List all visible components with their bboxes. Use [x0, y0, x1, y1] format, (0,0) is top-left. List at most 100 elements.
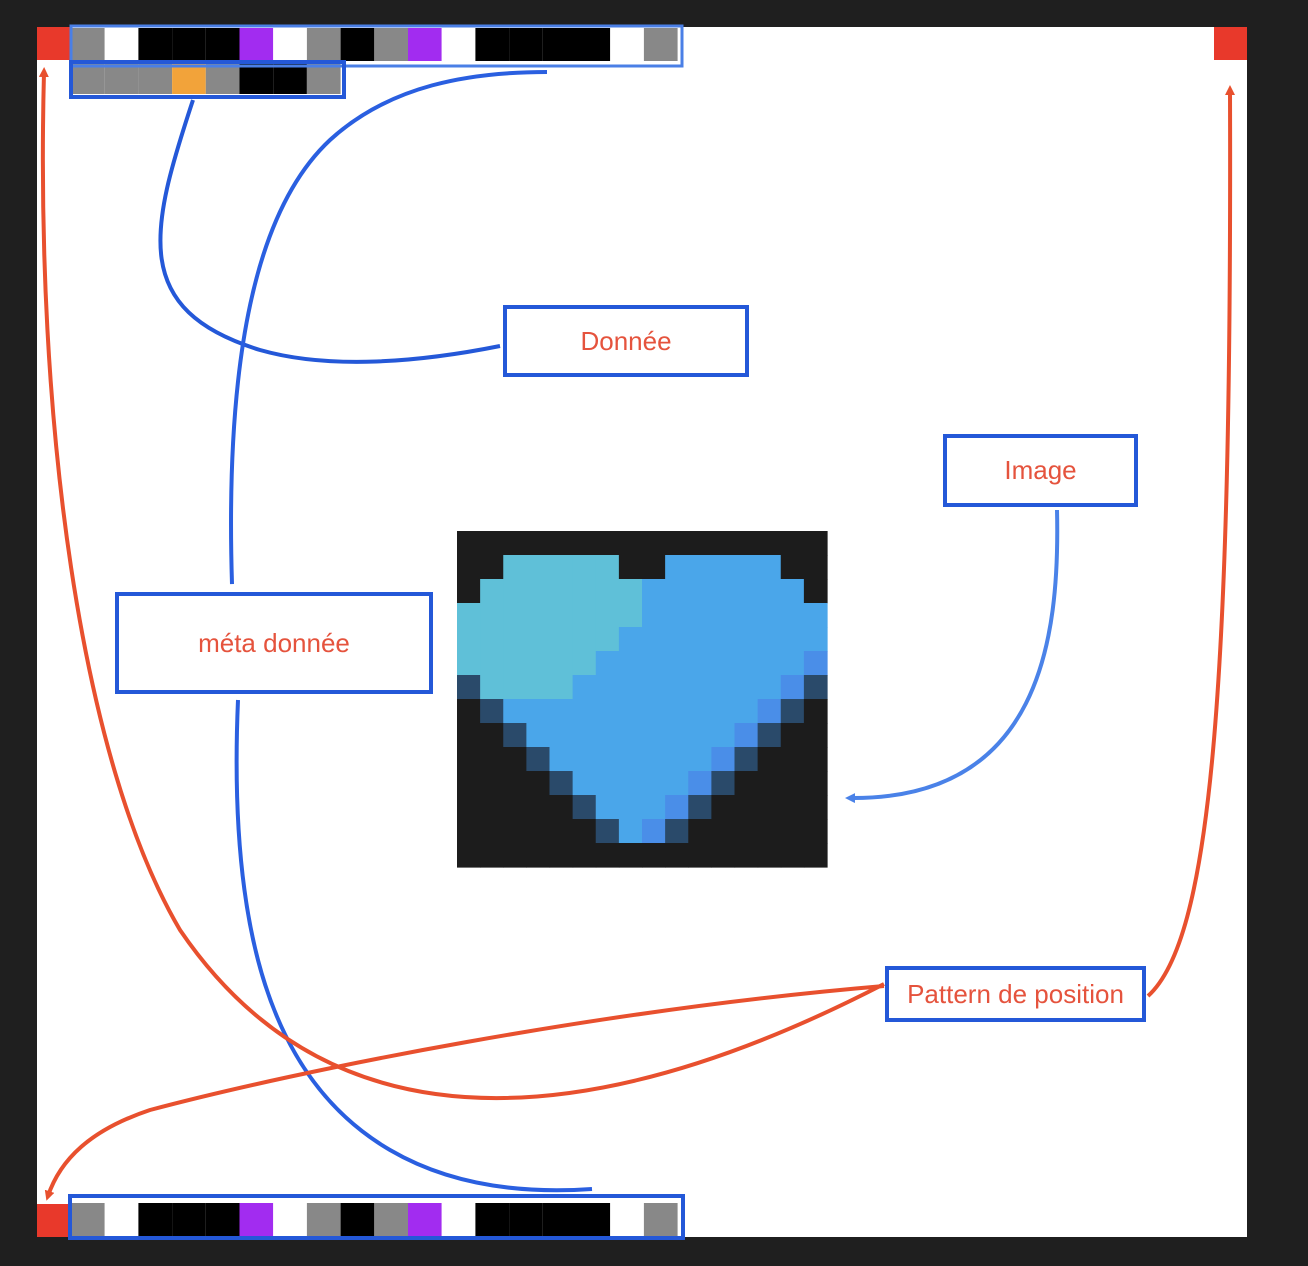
heart-pixel: [757, 843, 782, 868]
label-donnee-text: Donnée: [580, 325, 672, 356]
heart-pixel: [457, 699, 481, 724]
heart-pixel: [688, 819, 712, 844]
heart-pixel: [618, 579, 643, 604]
heart-pixel: [688, 747, 712, 772]
heart-pixel: [618, 795, 643, 820]
label-meta-donnee: méta donnée: [115, 592, 433, 694]
heart-pixel: [711, 555, 736, 580]
strip-bottom-cell: [104, 1203, 139, 1236]
strip-top-cell: [340, 28, 375, 61]
strip-top-cell: [542, 28, 577, 61]
heart-pixel: [595, 747, 620, 772]
heart-pixel: [503, 819, 527, 844]
heart-pixel: [780, 795, 805, 820]
heart-pixel: [503, 579, 527, 604]
heart-pixel: [642, 555, 666, 580]
heart-pixel: [549, 531, 574, 556]
strip-top-cell: [374, 28, 408, 61]
heart-pixel: [665, 627, 689, 652]
strip-bottom-cell: [205, 1203, 240, 1236]
heart-pixel: [734, 819, 759, 844]
heart-pixel: [572, 627, 597, 652]
heart-pixel: [480, 603, 504, 628]
heart-pixel: [618, 651, 643, 676]
heart-pixel: [549, 723, 574, 748]
heart-pixel: [503, 699, 527, 724]
heart-pixel: [503, 651, 527, 676]
heart-pixel: [757, 699, 782, 724]
heart-pixel: [526, 723, 551, 748]
heart-pixel: [780, 819, 805, 844]
heart-pixel: [503, 531, 527, 556]
strip-top-outline: [69, 24, 684, 68]
strip-top-cell: [643, 28, 678, 61]
heart-pixel: [711, 747, 736, 772]
connector-meta-to-top: [229, 70, 548, 585]
label-pattern-text: Pattern de position: [907, 978, 1124, 1009]
heart-pixel: [526, 579, 551, 604]
strip-top-cell: [138, 28, 173, 61]
heart-pixel: [572, 723, 597, 748]
heart-pixel: [457, 579, 481, 604]
strip-bottom-outline: [68, 1194, 685, 1240]
heart-pixel: [595, 771, 620, 796]
heart-pixel: [642, 795, 666, 820]
heart-pixel: [780, 747, 805, 772]
heart-pixel: [595, 531, 620, 556]
heart-pixel: [803, 747, 828, 772]
heart-pixel: [526, 771, 551, 796]
strip-second-cell: [205, 64, 240, 94]
arrow-pattern-top-left: [38, 67, 885, 1100]
heart-pixel: [457, 651, 481, 676]
heart-pixel: [572, 771, 597, 796]
heart-pixel: [711, 531, 736, 556]
heart-pixel: [688, 795, 712, 820]
heart-pixel: [711, 843, 736, 868]
position-marker-bottom-left: [37, 1204, 70, 1237]
heart-pixel: [780, 579, 805, 604]
strip-second-row: [71, 64, 341, 94]
strip-bottom-cell: [441, 1203, 476, 1236]
heart-pixel: [757, 627, 782, 652]
heart-pixel: [549, 651, 574, 676]
heart-pixel: [711, 675, 736, 700]
strip-top-cell: [273, 28, 307, 61]
heart-pixel: [618, 819, 643, 844]
heart-pixel: [595, 555, 620, 580]
heart-pixel: [734, 651, 759, 676]
heart-pixel: [618, 675, 643, 700]
heart-pixel: [549, 843, 574, 868]
heart-pixel: [803, 531, 828, 556]
heart-pixel: [618, 627, 643, 652]
strip-bottom-cell: [71, 1203, 105, 1236]
strip-bottom-cell: [610, 1203, 644, 1236]
position-marker-top-right: [1214, 27, 1247, 60]
heart-pixel: [480, 723, 504, 748]
heart-pixel: [688, 531, 712, 556]
heart-pixel: [480, 531, 504, 556]
heart-pixel: [572, 843, 597, 868]
heart-pixel: [665, 603, 689, 628]
heart-pixel: [526, 747, 551, 772]
heart-pixel: [595, 819, 620, 844]
strip-bottom-cell: [475, 1203, 510, 1236]
heart-pixel: [642, 675, 666, 700]
heart-pixel: [803, 819, 828, 844]
heart-pixel: [757, 771, 782, 796]
heart-pixel: [618, 771, 643, 796]
heart-pixel: [457, 555, 481, 580]
heart-pixel: [457, 675, 481, 700]
strip-top-cell: [408, 28, 442, 61]
heart-pixel: [803, 843, 828, 868]
heart-pixel: [734, 555, 759, 580]
strip-bottom-cell: [408, 1203, 442, 1236]
strip-bottom-cell: [374, 1203, 408, 1236]
heart-pixel: [803, 651, 828, 676]
heart-pixel: [711, 627, 736, 652]
strip-bottom-cell: [509, 1203, 543, 1236]
heart-pixel: [549, 771, 574, 796]
heart-pixel: [480, 651, 504, 676]
heart-pixel: [757, 555, 782, 580]
heart-pixel: [457, 603, 481, 628]
heart-pixel: [595, 651, 620, 676]
